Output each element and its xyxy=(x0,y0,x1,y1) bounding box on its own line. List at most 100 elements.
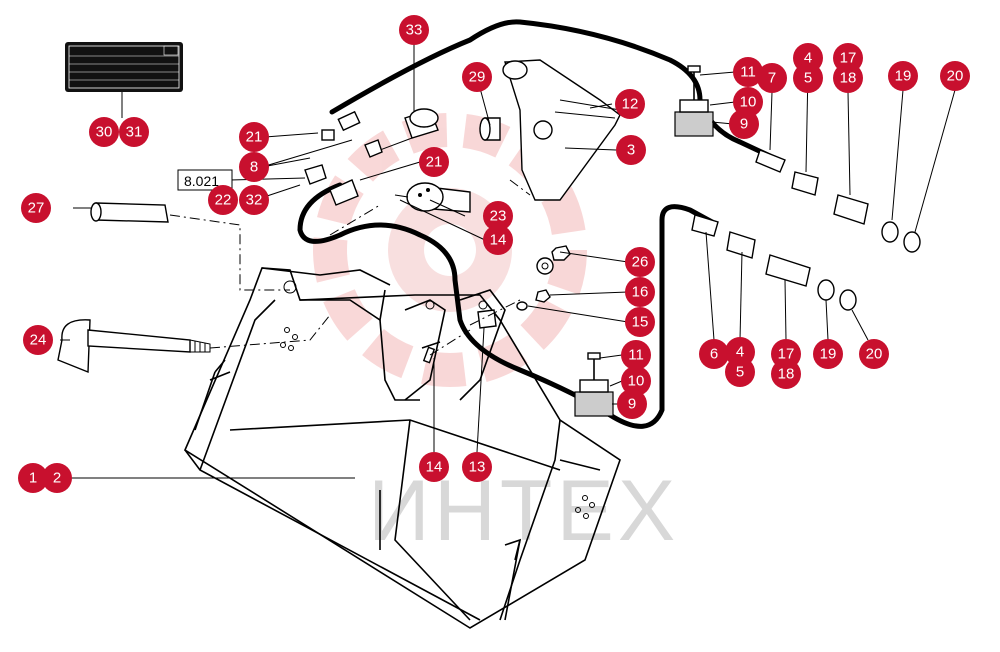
callout-18-lower[interactable]: 18 xyxy=(771,359,801,389)
svg-text:32: 32 xyxy=(246,192,263,209)
callouts: 33 29 11 4 17 5 7 18 19 20 12 10 9 3 30 … xyxy=(18,15,970,493)
callout-18-upper[interactable]: 18 xyxy=(833,63,863,93)
svg-text:7: 7 xyxy=(768,70,776,87)
callout-26[interactable]: 26 xyxy=(625,247,655,277)
svg-text:5: 5 xyxy=(736,364,744,381)
svg-text:18: 18 xyxy=(840,70,857,87)
svg-text:24: 24 xyxy=(30,332,47,349)
svg-text:8: 8 xyxy=(250,159,258,176)
callout-32[interactable]: 32 xyxy=(239,185,269,215)
svg-text:11: 11 xyxy=(740,64,756,81)
svg-text:31: 31 xyxy=(126,124,143,141)
callout-6[interactable]: 6 xyxy=(699,339,729,369)
svg-text:27: 27 xyxy=(28,200,45,217)
svg-text:30: 30 xyxy=(96,124,113,141)
svg-text:15: 15 xyxy=(632,314,649,331)
svg-text:5: 5 xyxy=(804,70,812,87)
svg-text:11: 11 xyxy=(628,347,644,364)
svg-text:22: 22 xyxy=(215,192,232,209)
callout-19-upper[interactable]: 19 xyxy=(888,61,918,91)
watermark-text: ИНТЕХ xyxy=(368,463,679,559)
callout-24[interactable]: 24 xyxy=(23,325,53,355)
svg-text:2: 2 xyxy=(53,470,61,487)
nut-washer-set xyxy=(421,245,571,364)
callout-22[interactable]: 22 xyxy=(208,185,238,215)
callout-23[interactable]: 23 xyxy=(483,201,513,231)
callout-14-lower[interactable]: 14 xyxy=(419,452,449,482)
callout-11-lower[interactable]: 11 xyxy=(621,340,651,370)
svg-text:9: 9 xyxy=(628,396,636,413)
callout-9-upper[interactable]: 9 xyxy=(729,109,759,139)
callout-12[interactable]: 12 xyxy=(615,89,645,119)
upper-arm xyxy=(502,59,621,201)
callout-27[interactable]: 27 xyxy=(21,193,51,223)
svg-text:26: 26 xyxy=(632,254,649,271)
callout-9-lower[interactable]: 9 xyxy=(617,389,647,419)
reference-box-text: 8.021 xyxy=(184,173,219,189)
callout-15[interactable]: 15 xyxy=(625,307,655,337)
svg-text:20: 20 xyxy=(947,68,964,85)
callout-31[interactable]: 31 xyxy=(119,117,149,147)
callout-16[interactable]: 16 xyxy=(625,277,655,307)
callout-2[interactable]: 2 xyxy=(42,463,72,493)
svg-text:10: 10 xyxy=(628,373,645,390)
bushing-29 xyxy=(479,117,501,141)
callout-7[interactable]: 7 xyxy=(757,63,787,93)
reference-box: 8.021 xyxy=(177,169,233,191)
svg-text:20: 20 xyxy=(866,346,883,363)
watermark-logo xyxy=(313,113,587,387)
callout-20-lower[interactable]: 20 xyxy=(859,339,889,369)
svg-text:29: 29 xyxy=(469,69,486,86)
clamp-upper xyxy=(674,65,714,137)
cylinder-33 xyxy=(379,108,439,151)
svg-text:4: 4 xyxy=(736,344,744,361)
fittings-left xyxy=(304,110,383,206)
callout-14-upper[interactable]: 14 xyxy=(483,225,513,255)
svg-text:16: 16 xyxy=(632,284,649,301)
bucket xyxy=(183,267,621,629)
svg-text:14: 14 xyxy=(426,459,443,476)
callout-20-upper[interactable]: 20 xyxy=(940,61,970,91)
callout-5-upper[interactable]: 5 xyxy=(793,63,823,93)
callout-10-lower[interactable]: 10 xyxy=(621,366,651,396)
svg-text:21: 21 xyxy=(426,154,443,171)
callout-30[interactable]: 30 xyxy=(89,117,119,147)
svg-text:33: 33 xyxy=(406,22,423,39)
svg-text:3: 3 xyxy=(627,142,635,159)
svg-text:1: 1 xyxy=(29,470,37,487)
callout-13[interactable]: 13 xyxy=(462,452,492,482)
callout-3[interactable]: 3 xyxy=(616,135,646,165)
leader-lines xyxy=(60,42,956,479)
callout-21-upper[interactable]: 21 xyxy=(239,122,269,152)
callout-19-lower[interactable]: 19 xyxy=(813,339,843,369)
callout-8[interactable]: 8 xyxy=(239,152,269,182)
pin-27 xyxy=(90,202,169,223)
svg-text:19: 19 xyxy=(895,68,912,85)
svg-text:6: 6 xyxy=(710,346,718,363)
pin-24 xyxy=(57,319,211,374)
svg-text:17: 17 xyxy=(840,50,857,67)
svg-text:18: 18 xyxy=(778,366,795,383)
fittings-lower-chain xyxy=(691,214,857,311)
clamp-lower xyxy=(574,352,614,417)
callout-21-lower[interactable]: 21 xyxy=(419,147,449,177)
callout-33[interactable]: 33 xyxy=(399,15,429,45)
fittings-upper-chain xyxy=(755,149,921,253)
svg-text:19: 19 xyxy=(820,346,837,363)
callout-1[interactable]: 1 xyxy=(18,463,48,493)
pivot-plate-23 xyxy=(394,182,471,213)
svg-text:10: 10 xyxy=(740,94,757,111)
svg-text:14: 14 xyxy=(490,232,507,249)
svg-text:23: 23 xyxy=(490,208,507,225)
svg-text:9: 9 xyxy=(740,116,748,133)
svg-text:12: 12 xyxy=(622,96,639,113)
nameplate xyxy=(65,42,183,118)
callout-11-upper[interactable]: 11 xyxy=(733,57,763,87)
svg-text:21: 21 xyxy=(246,129,263,146)
callout-29[interactable]: 29 xyxy=(462,62,492,92)
callout-5-lower[interactable]: 5 xyxy=(725,357,755,387)
svg-text:13: 13 xyxy=(469,459,486,476)
svg-text:17: 17 xyxy=(778,346,795,363)
